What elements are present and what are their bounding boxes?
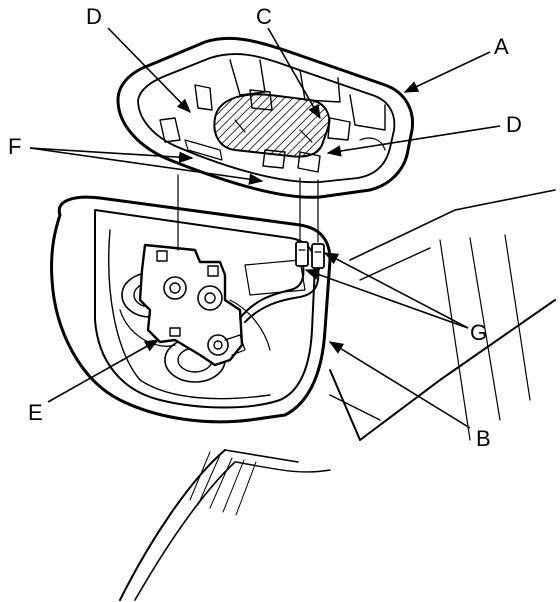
callout-e: E xyxy=(28,400,43,425)
callout-labels: A C D D F G B E xyxy=(8,4,522,451)
callout-b: B xyxy=(476,426,491,451)
leader-lines xyxy=(29,27,501,429)
adhesive-pad xyxy=(213,93,330,158)
callout-f: F xyxy=(8,134,21,159)
callout-d-right: D xyxy=(506,112,522,137)
car-body-outline xyxy=(119,189,556,601)
callout-g: G xyxy=(470,320,487,345)
callout-a: A xyxy=(494,34,509,59)
callout-d-upper: D xyxy=(86,4,102,29)
wire-harness xyxy=(239,241,325,323)
alignment-guides xyxy=(177,174,319,251)
callout-c: C xyxy=(256,4,272,29)
actuator-bracket xyxy=(138,243,246,367)
